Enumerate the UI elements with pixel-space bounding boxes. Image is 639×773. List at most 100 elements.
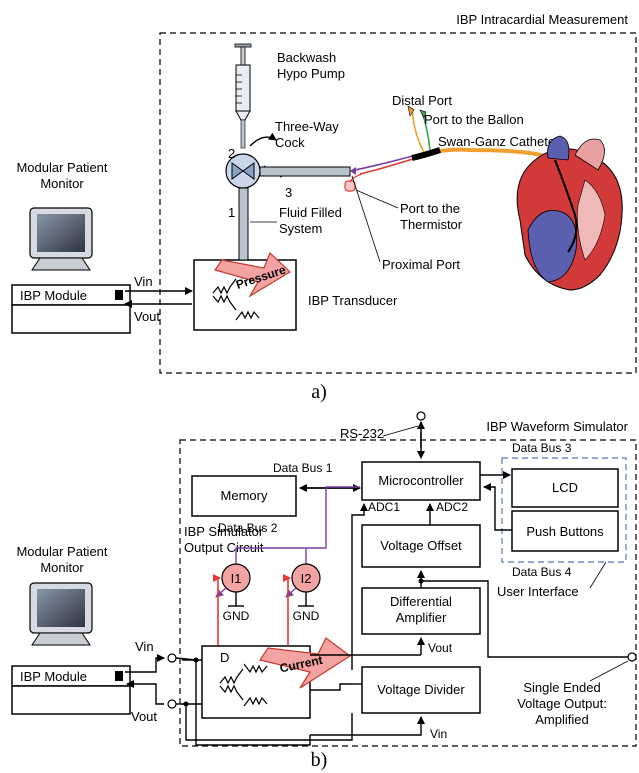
microcontroller-label: Microcontroller	[378, 473, 464, 488]
monitor-b-icon	[29, 582, 93, 646]
diff-amp-label-line1: Differential	[390, 594, 452, 609]
thermistor-pointer	[355, 189, 399, 209]
user-interface-frame	[501, 457, 627, 563]
fluid-label-line2: System	[279, 221, 322, 236]
output-circuit-label-line1: IBP Simulator	[184, 524, 264, 539]
panel-a-frame-title: IBP Intracardial Measurement	[456, 12, 628, 27]
bus2-wire	[235, 486, 360, 568]
monitor-b-title-line1: Modular Patient	[16, 544, 107, 559]
user-interface-label: User Interface	[497, 584, 579, 599]
vin-terminal-wire	[175, 657, 197, 661]
monitor-title-line2: Monitor	[40, 176, 84, 191]
node-d-label: D	[220, 650, 229, 665]
monitor-title-line1: Modular Patient	[16, 160, 107, 175]
gnd-label-1: GND	[223, 609, 250, 623]
fluid-label-line1: Fluid Filled	[279, 205, 342, 220]
pump-label-line1: Backwash	[277, 50, 336, 65]
heart-icon	[516, 135, 623, 291]
vout-return	[185, 704, 353, 741]
push-buttons-box	[511, 510, 619, 552]
rs232-pointer	[382, 425, 419, 437]
voltage-divider-box	[361, 666, 481, 714]
panel-b: IBP Waveform Simulator RS-232 Memory Dat…	[11, 411, 637, 747]
memory-label: Memory	[221, 488, 268, 503]
vin-b-wire	[125, 654, 165, 673]
data-bus-1-label: Data Bus 1	[273, 461, 333, 475]
lcd-label: LCD	[552, 480, 578, 495]
vin-small-label: Vin	[430, 727, 447, 741]
thermistor-label-line2: Thermistor	[400, 217, 463, 232]
lcd-box	[511, 468, 619, 508]
caption-b: b)	[311, 749, 328, 771]
distal-port-label: Distal Port	[392, 93, 452, 108]
port-num-1: 1	[228, 205, 235, 220]
cock-label-line2: Cock	[275, 135, 305, 150]
single-ended-terminal	[627, 652, 637, 662]
vout-b-label: Vout	[131, 709, 157, 724]
diff-amp-box	[361, 587, 481, 635]
proximal-pointer	[351, 175, 381, 263]
module-connector	[115, 290, 123, 300]
single-ended-pointer	[589, 660, 629, 682]
pressure-arrow	[214, 251, 291, 298]
monitor-base	[11, 304, 131, 334]
cock-label-line1: Three-Way	[275, 119, 339, 134]
panel-a: IBP Intracardial Measurement Modular Pat…	[11, 12, 637, 374]
rs232-terminal	[416, 411, 426, 421]
monitor-b-title-line2: Monitor	[40, 560, 84, 575]
ibp-module-b-label: IBP Module	[20, 669, 87, 684]
voltage-divider-label: Voltage Divider	[377, 682, 465, 697]
vin-b-label: Vin	[135, 639, 154, 654]
vin-divider-wire	[310, 716, 425, 736]
monitor-icon	[29, 207, 93, 271]
i1-label: I1	[231, 571, 242, 586]
rs232-label: RS-232	[340, 426, 384, 441]
port-num-2: 2	[228, 146, 235, 161]
monitor-b-base	[11, 685, 131, 715]
thermistor-label-line1: Port to the	[400, 201, 460, 216]
panel-b-frame-title: IBP Waveform Simulator	[486, 419, 628, 434]
red-wire-c	[283, 574, 291, 645]
catheter-label: Swan-Ganz Catheter	[438, 134, 560, 149]
adc2-label: ADC2	[436, 500, 468, 514]
bridge-resistors-icon	[219, 663, 268, 707]
vin-terminal	[167, 653, 177, 663]
vin-label: Vin	[134, 274, 153, 289]
current-arrow	[259, 637, 352, 689]
single-ended-label-line1: Single Ended	[523, 680, 600, 695]
pump-label-line2: Hypo Pump	[277, 66, 345, 81]
gnd-label-2: GND	[293, 609, 320, 623]
voltage-offset-box	[361, 524, 481, 568]
data-bus-4-label: Data Bus 4	[512, 565, 572, 579]
panel-a-frame	[159, 32, 637, 374]
bridge-to-divider	[310, 683, 352, 691]
single-ended-label-line2: Voltage Output:	[517, 696, 607, 711]
vout-terminal	[167, 699, 177, 709]
ibp-transducer-label: IBP Transducer	[308, 293, 398, 308]
data-bus-3-label: Data Bus 3	[512, 441, 572, 455]
proximal-port-label: Proximal Port	[382, 257, 460, 272]
i2-label: I2	[301, 571, 312, 586]
output-circuit-label-line2: Output Circuit	[184, 540, 264, 555]
vout-b-wire	[126, 680, 164, 705]
memory-box	[191, 475, 297, 517]
push-buttons-label: Push Buttons	[526, 524, 604, 539]
module-b-connector	[115, 671, 123, 681]
bus4-wire	[483, 483, 512, 531]
port-num-3: 3	[285, 185, 292, 200]
data-bus-2-label: Data Bus 2	[218, 521, 278, 535]
tube-port-3	[259, 166, 351, 177]
cock-pointer	[249, 132, 277, 147]
vout-label: Vout	[134, 309, 160, 324]
adc1-wire	[351, 503, 368, 670]
adc1-label: ADC1	[368, 500, 400, 514]
tube-port-1	[238, 187, 249, 261]
vout-small-label: Vout	[428, 641, 453, 655]
voltage-offset-label: Voltage Offset	[380, 538, 462, 553]
red-wire-d	[213, 574, 221, 645]
caption-a: a)	[311, 381, 327, 403]
diff-amp-label-line2: Amplifier	[396, 610, 447, 625]
panel-b-frame	[179, 439, 637, 747]
single-ended-label-line3: Amplified	[535, 712, 588, 727]
